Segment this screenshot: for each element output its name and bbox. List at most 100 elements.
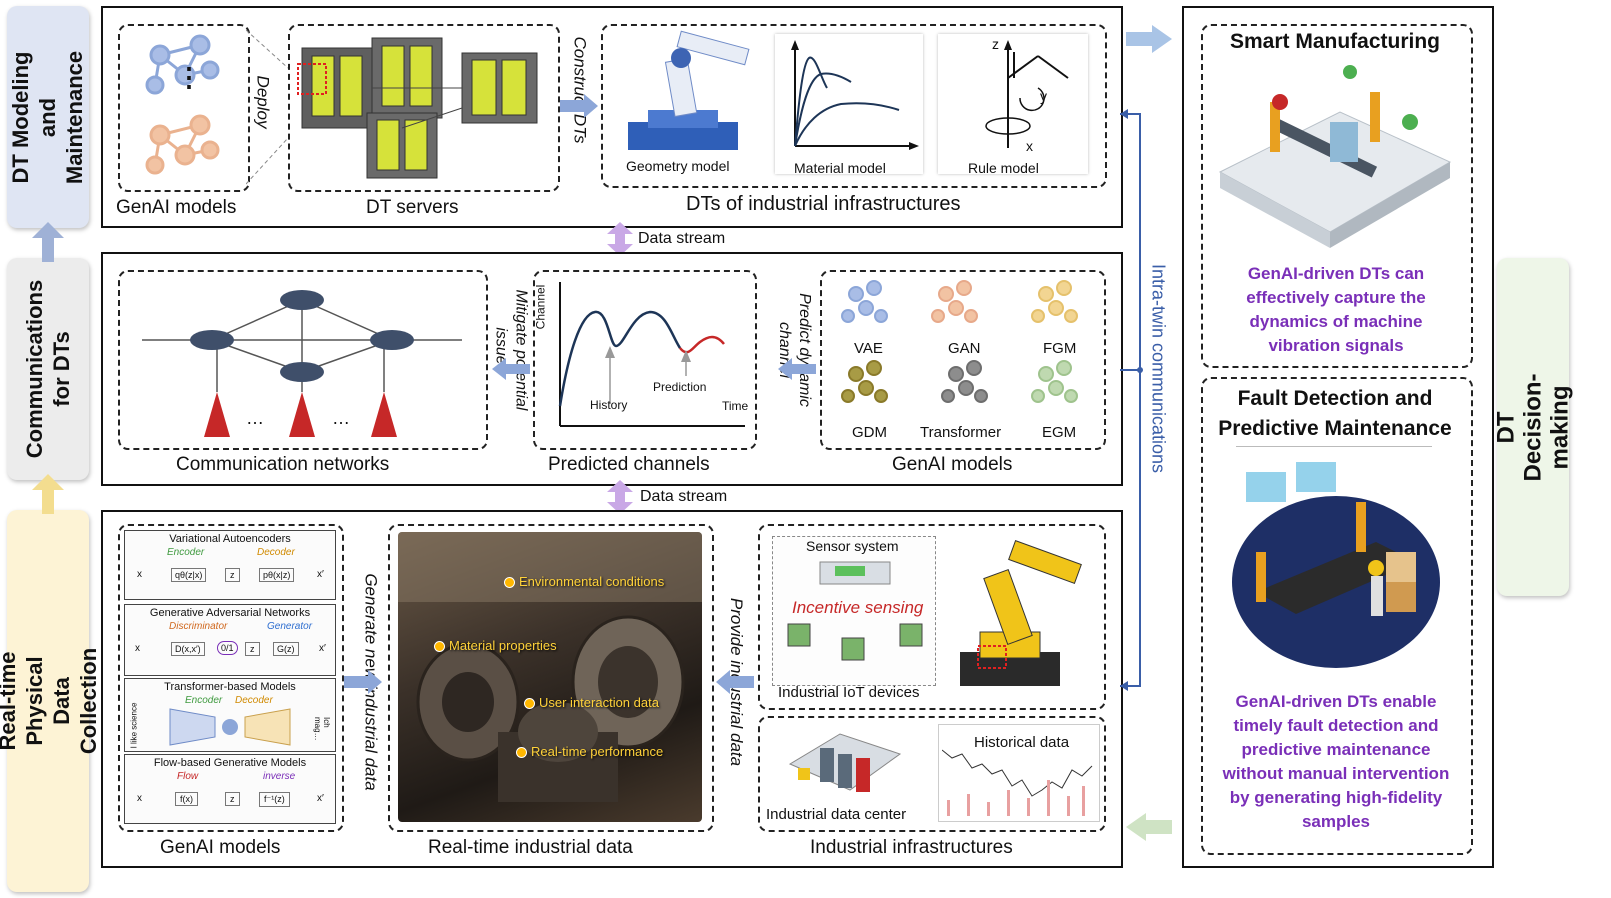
network-topology: [142, 290, 462, 437]
robot-arm-icon: [628, 30, 750, 150]
gm-mid-gan: z: [245, 642, 260, 656]
fault-detection-title: Fault Detection and Predictive Maintenan…: [1218, 387, 1452, 440]
gm-right-flow: inverse: [263, 771, 296, 782]
gm-f2-flow: f⁻¹(z): [259, 792, 290, 807]
gm-out-gan: x′: [319, 643, 326, 654]
material-stress-chart: [791, 40, 919, 150]
channel-prediction-chart: [558, 282, 745, 427]
intra-twin-connector: [1120, 109, 1143, 691]
genai-model-icons: [841, 280, 1078, 403]
indicator-user-interaction: User interaction data: [524, 695, 659, 710]
gm-f1-vae: qθ(z|x): [171, 568, 207, 582]
smart-manufacturing-text: GenAI-driven DTs can effectively capture…: [1246, 264, 1426, 355]
iot-label: Industrial IoT devices: [778, 684, 920, 701]
tab-data-collection-label: Real-time Physical Data Collection: [0, 647, 101, 755]
transformer-box: Transformer-based Models Encoder Decoder…: [124, 678, 336, 752]
predict-label: Predict dynamic channel: [775, 293, 813, 407]
gm-title-vae: Variational Autoencoders: [169, 533, 291, 545]
gm-left-gan: Discriminator: [169, 621, 228, 632]
up-arrow-icon: [32, 222, 64, 262]
gm-f1-flow: f(x): [175, 792, 198, 806]
axis-y: y: [1040, 88, 1047, 104]
neural-network-icon: [145, 34, 220, 175]
transformer-blocks-icon: [169, 708, 291, 746]
mitigate-label: Mitigate potential issues: [492, 289, 530, 411]
rule-axes-chart: [985, 40, 1069, 148]
gm-right-gan: Generator: [267, 621, 313, 632]
gm-left-vae: Encoder: [167, 547, 205, 558]
tab-decision-making-label: DT Decision-making: [1492, 372, 1574, 482]
smart-manufacturing-title: Smart Manufacturing: [1229, 30, 1441, 53]
model-vae: VAE: [854, 340, 883, 357]
rule-model-label: Rule model: [968, 160, 1039, 176]
gm-title-gan: Generative Adversarial Networks: [149, 607, 311, 619]
realtime-data-label: Real-time industrial data: [428, 837, 633, 858]
gm-f1-gan: D(x,x′): [171, 642, 205, 656]
material-model-label: Material model: [794, 160, 886, 176]
factory-photo: [398, 532, 702, 822]
gm-right-transformer: Decoder: [235, 695, 273, 706]
deploy-connector: [246, 29, 289, 185]
channel-history: History: [590, 398, 628, 412]
predictive-maintenance-illustration: [1232, 462, 1440, 668]
incentive-sensing: Incentive sensing: [792, 598, 924, 617]
right-arrow-icon: [1126, 25, 1172, 53]
model-gan: GAN: [948, 340, 981, 357]
channel-ylabel: Channel: [533, 284, 548, 330]
vae-box: Variational Autoencoders Encoder Decoder…: [124, 530, 336, 600]
gm-title-flow: Flow-based Generative Models: [153, 757, 307, 769]
tab-communications-label: Communications for DTs: [22, 279, 74, 459]
fault-divider: [1236, 446, 1432, 447]
bottom-genai-label: GenAI models: [160, 837, 281, 858]
gm-extra-gan: 0/1: [217, 641, 238, 655]
fault-detection-text: GenAI-driven DTs enable timely fault det…: [1222, 692, 1450, 831]
gm-mid-vae: z: [225, 568, 240, 582]
gm-in-flow: x: [137, 793, 142, 804]
bidirectional-arrow-icon: [607, 480, 633, 514]
data-stream-label-1: Data stream: [638, 230, 726, 247]
server-rack-icon: [297, 37, 538, 179]
gm-in-transformer: I like science: [129, 702, 139, 749]
right-arrow-icon: [560, 94, 598, 118]
data-stream-label-2: Data stream: [640, 488, 728, 505]
model-gdm: GDM: [852, 424, 887, 441]
left-arrow-icon: [1126, 813, 1172, 841]
tab-dt-modeling: DT Modeling and Maintenance: [7, 6, 89, 228]
infra-label: Industrial infrastructures: [810, 837, 1013, 858]
dt-servers-label: DT servers: [366, 197, 459, 218]
indicator-realtime-performance: Real-time performance: [516, 744, 663, 759]
sensor-system-card: [772, 536, 936, 686]
gm-title-transformer: Transformer-based Models: [164, 681, 296, 693]
gm-in-vae: x: [137, 569, 142, 580]
axis-z: z: [992, 36, 999, 52]
gm-f2-gan: G(z): [273, 642, 299, 656]
bidirectional-arrow-icon: [607, 222, 633, 256]
left-arrow-icon: [716, 670, 754, 694]
historical-data-chart: [942, 749, 1093, 816]
gan-box: Generative Adversarial Networks Discrimi…: [124, 604, 336, 676]
channel-xlabel: Time: [722, 399, 749, 413]
datacenter-label: Industrial data center: [766, 806, 907, 823]
tab-dt-modeling-label: DT Modeling and Maintenance: [8, 50, 88, 184]
gm-mid-flow: z: [225, 792, 240, 806]
ellipsis-1: …: [246, 408, 264, 428]
intra-twin-label: Intra-twin communications: [1148, 263, 1169, 474]
gm-f2-vae: pθ(x|z): [259, 568, 295, 582]
gm-right-vae: Decoder: [257, 547, 295, 558]
datacenter-icon: [788, 733, 902, 792]
axis-x: x: [1026, 138, 1033, 154]
smart-factory-illustration: [1218, 65, 1452, 248]
top-genai-label: GenAI models: [116, 197, 237, 218]
gm-out-flow: x′: [317, 793, 324, 804]
historical-data-label: Historical data: [974, 734, 1070, 751]
top-dots: ⋮: [176, 62, 202, 92]
gm-in-gan: x: [135, 643, 140, 654]
flow-box: Flow-based Generative Models Flow invers…: [124, 754, 336, 824]
predicted-channels-label: Predicted channels: [548, 454, 710, 475]
model-fgm: FGM: [1043, 340, 1077, 357]
gm-out-vae: x′: [317, 569, 324, 580]
sensor-system-title: Sensor system: [806, 538, 899, 554]
gm-out-transformer: Ich mag…: [313, 717, 331, 741]
up-arrow-icon: [32, 474, 64, 514]
model-egm: EGM: [1042, 424, 1077, 441]
